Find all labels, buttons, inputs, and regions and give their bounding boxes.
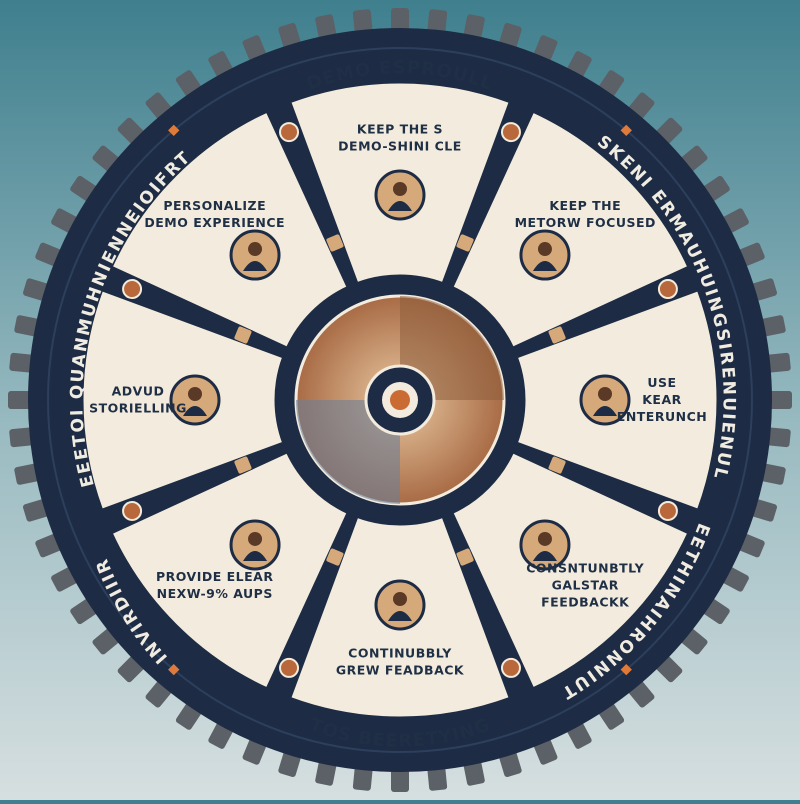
- person-body-icon: [388, 611, 412, 621]
- spoke-ornament-icon: [657, 279, 678, 300]
- segment-label: KEEP THE S DEMO-SHINI CLE: [338, 122, 462, 154]
- segment-label: PERSONALIZE DEMO EXPERIENCE: [144, 198, 285, 230]
- spoke-ornament-icon: [500, 122, 521, 143]
- person-head-icon: [188, 387, 202, 401]
- wheel-segment: [109, 449, 351, 691]
- segment-label-line: GREW FEADBACK: [336, 663, 465, 678]
- segment-label-line: KEEP THE S: [357, 122, 443, 137]
- spoke-item-icon: [456, 548, 474, 566]
- segment-label-line: KEAR: [642, 392, 682, 407]
- segment-label-line: ENTERUNCH: [617, 409, 707, 424]
- target-icon-center: [390, 390, 410, 410]
- segment-label-line: CONSNTUNBTLY: [526, 560, 644, 575]
- wheel-segments: KEEP THE S DEMO-SHINI CLE KEEP THE METORW F…: [80, 80, 720, 720]
- wheel-segment: [449, 449, 691, 691]
- person-head-icon: [248, 242, 263, 257]
- segment-label-line: DEMO-SHINI CLE: [338, 139, 462, 154]
- spoke-ornament-icon: [500, 657, 521, 678]
- spoke-item-icon: [234, 456, 252, 474]
- segment-label: USE KEAR ENTERUNCH: [617, 375, 707, 424]
- spoke-item-icon: [326, 234, 344, 252]
- segment-label: CONTINUBBLY GREW FEADBACK: [336, 646, 465, 678]
- person-body-icon: [593, 406, 617, 416]
- segment-label-line: PERSONALIZE: [163, 198, 266, 213]
- person-body-icon: [532, 261, 557, 272]
- rim-diamond-icon: [620, 663, 632, 676]
- person-head-icon: [393, 592, 407, 606]
- person-head-icon: [598, 387, 612, 401]
- segment-label-line: KEEP THE: [549, 198, 621, 213]
- person-body-icon: [243, 550, 268, 561]
- person-head-icon: [248, 531, 263, 546]
- person-body-icon: [183, 406, 207, 416]
- segment-label-line: USE: [647, 375, 676, 390]
- person-head-icon: [393, 182, 407, 196]
- segment-label-line: DEMO EXPERIENCE: [144, 215, 285, 230]
- person-head-icon: [537, 242, 552, 257]
- segment-label-line: PROVIDE ELEAR: [156, 569, 274, 584]
- segment-label: CONSNTUNBTLY GALSTAR FEEDBACKK: [526, 560, 644, 609]
- segment-label-line: NEXW-9% AUPS: [157, 586, 273, 601]
- segment-label: ADVUD STORIELLING: [89, 384, 187, 416]
- spoke-ornament-icon: [657, 500, 678, 521]
- segment-label: PROVIDE ELEAR NEXW-9% AUPS: [156, 569, 274, 601]
- hub-quadrant: [400, 296, 504, 400]
- spoke-ornament-icon: [122, 279, 143, 300]
- hub-quadrant: [296, 400, 400, 504]
- spoke-item-icon: [548, 456, 566, 474]
- spoke-item-icon: [326, 548, 344, 566]
- spoke-ornament-icon: [279, 657, 300, 678]
- segment-label-line: FEEDBACKK: [541, 594, 630, 609]
- person-body-icon: [243, 261, 268, 272]
- spoke-item-icon: [456, 234, 474, 252]
- person-body-icon: [532, 550, 557, 561]
- segment-label-line: METORW FOCUSED: [515, 215, 656, 230]
- person-body-icon: [388, 201, 412, 211]
- wheel-segment: [109, 109, 351, 351]
- spoke-ornament-icon: [122, 500, 143, 521]
- spoke-item-icon: [548, 326, 566, 344]
- segment-label-line: STORIELLING: [89, 401, 187, 416]
- segment-label: KEEP THE METORW FOCUSED: [515, 198, 656, 230]
- spoke-item-icon: [234, 326, 252, 344]
- segment-label-line: GALSTAR: [552, 577, 619, 592]
- rim-diamond-icon: [168, 663, 180, 676]
- person-head-icon: [537, 531, 552, 546]
- segment-label-line: CONTINUBBLY: [348, 646, 452, 661]
- wheel-segment: [449, 109, 691, 351]
- segment-label-line: ADVUD: [112, 384, 165, 399]
- wheel-rim-band: [47, 47, 753, 753]
- spoke-ornament-icon: [279, 122, 300, 143]
